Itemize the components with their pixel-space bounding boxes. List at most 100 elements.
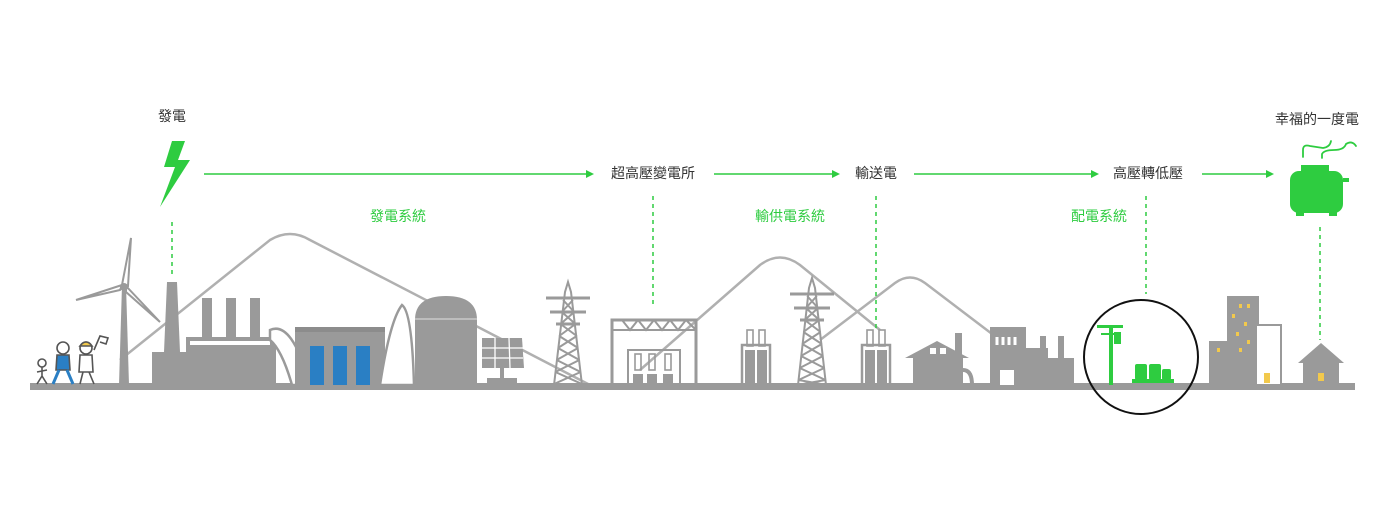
stage-label-generation: 發電 [158, 109, 186, 125]
toaster-lever [1343, 178, 1349, 182]
spillway-1 [310, 346, 324, 385]
small-factory [905, 333, 974, 386]
dome-band [415, 318, 477, 320]
adult-head [56, 341, 70, 355]
industrial-plant [990, 327, 1074, 385]
mountain-left [119, 232, 591, 387]
toaster-body [1290, 171, 1343, 213]
ground-line [30, 383, 1355, 390]
uhs-unit-3 [663, 374, 673, 385]
arrow-3-head [1091, 170, 1099, 178]
ground-transformer-2 [1149, 364, 1161, 380]
substation-equipment [633, 353, 673, 385]
system-label-generation: 發電系統 [370, 209, 426, 225]
solar-base [487, 378, 517, 383]
solar-stand [500, 368, 504, 384]
industrial-windows [995, 337, 1017, 345]
primary-substation [860, 343, 892, 385]
worker-legs [79, 371, 95, 385]
lightning-bolt-icon [160, 141, 190, 207]
primary-frame [860, 343, 892, 385]
stage-label-ultra-high-substation: 超高壓變電所 [611, 166, 695, 182]
adult-body [55, 354, 71, 371]
house [1298, 343, 1344, 385]
child-body [36, 367, 48, 385]
tower-bracing [797, 295, 827, 386]
transmission-towers [546, 274, 834, 386]
industrial-side [1026, 348, 1048, 385]
arrow-4-head [1266, 170, 1274, 178]
toaster-icon [1290, 140, 1357, 216]
system-label-distribution: 配電系統 [1071, 209, 1127, 225]
adult-legs [51, 369, 75, 385]
worker-body [78, 354, 94, 373]
transmission-tower-2 [790, 274, 834, 386]
nuclear-containment [415, 296, 477, 385]
toaster-foot-left [1296, 212, 1304, 216]
factory-window-2 [940, 348, 946, 354]
dam-ridge [378, 303, 416, 387]
secondary-frame [740, 343, 772, 385]
plant-lower-block [152, 352, 276, 385]
mountain-middle [639, 256, 881, 371]
worker-helmet [78, 341, 94, 347]
window-2 [1247, 304, 1250, 308]
thermal-power-plant [152, 282, 276, 385]
turbine-tower [119, 285, 129, 385]
spillway-3 [356, 346, 370, 385]
uhs-bushing-3 [664, 353, 672, 371]
stack-1 [202, 298, 212, 338]
stack-3 [250, 298, 260, 338]
dashed-connectors [171, 196, 1321, 340]
industrial-stack [1040, 336, 1046, 350]
ground-transformer-3 [1162, 369, 1171, 380]
stage-label-transmission: 輸送電 [855, 166, 897, 182]
tower-bracing [552, 299, 584, 386]
uhs-unit-2 [647, 374, 657, 385]
ss-bushing-2 [758, 329, 766, 347]
pole-crossarm [1097, 325, 1123, 328]
lit-windows [1217, 304, 1250, 352]
ps-bushing-2 [878, 329, 886, 347]
factory-window-1 [930, 348, 936, 354]
secondary-substation [740, 343, 772, 385]
house-roof [1298, 343, 1344, 363]
window-4 [1244, 322, 1247, 326]
ss-bushing-1 [746, 329, 754, 347]
city-buildings [1209, 296, 1282, 386]
factory-pipe [962, 368, 974, 386]
factory-roof [905, 341, 969, 358]
stage-label-high-to-low: 高壓轉低壓 [1113, 166, 1183, 182]
primary-equipment [865, 329, 887, 385]
house-window [1318, 373, 1324, 381]
turbine-blade-left [75, 283, 124, 301]
arrow-2-head [832, 170, 840, 178]
industrial-stack-2 [1058, 336, 1064, 360]
tall-chimney [164, 282, 180, 352]
uhs-unit-1 [633, 374, 643, 385]
window-5 [1236, 332, 1239, 336]
window-3 [1232, 314, 1235, 318]
hydro-dam [268, 303, 416, 387]
plant-window-band [190, 341, 270, 345]
substation-truss [612, 318, 697, 332]
distribution-focus [1083, 299, 1199, 415]
containment-dome [415, 296, 477, 385]
window-8 [1239, 348, 1242, 352]
dam-top [295, 327, 385, 332]
child-head [37, 358, 47, 368]
toaster-slot [1301, 165, 1329, 172]
stage-label-happy-kwh: 幸福的一度電 [1275, 112, 1359, 128]
mountain-right [819, 276, 1001, 341]
transmission-tower-1 [546, 278, 590, 386]
solar-panel-face [482, 338, 524, 368]
uhs-bushing-2 [648, 353, 656, 371]
turbine-hub [120, 283, 128, 291]
ps-unit-1 [865, 350, 875, 385]
flow-arrows [204, 170, 1274, 178]
turbine-blade-up [120, 237, 132, 288]
wind-turbine [75, 237, 161, 385]
arrow-1-head [586, 170, 594, 178]
spillway-2 [333, 346, 347, 385]
